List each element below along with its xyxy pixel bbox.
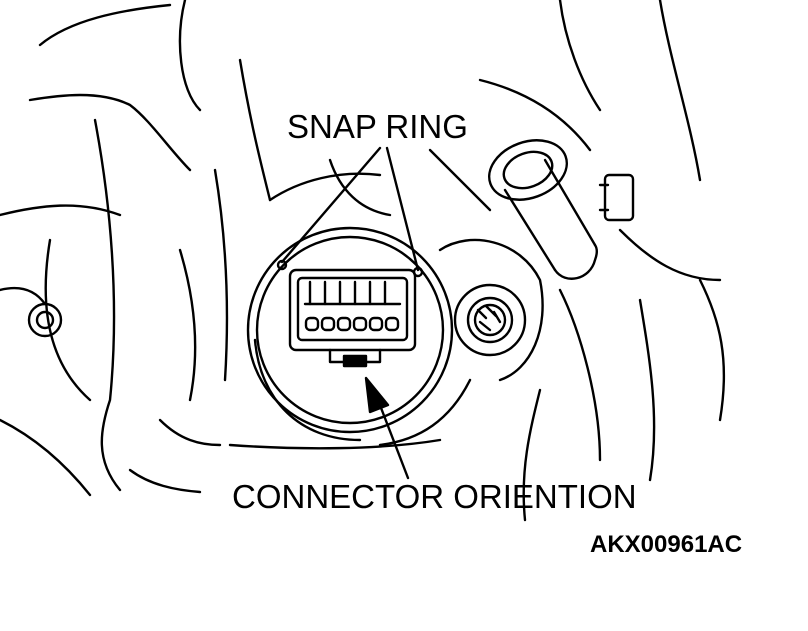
connector-orientation-label: CONNECTOR ORIENTION xyxy=(232,478,637,515)
transmission-connector xyxy=(290,270,415,366)
transmission-case-left xyxy=(0,0,227,495)
shift-shaft xyxy=(481,130,633,279)
threaded-port xyxy=(440,240,543,380)
snap-ring-leaders xyxy=(278,148,422,276)
connector-housing-bore xyxy=(248,228,452,440)
transmission-case-top xyxy=(240,0,700,215)
connector-orientation-arrow xyxy=(366,378,408,478)
snap-ring-label: SNAP RING xyxy=(287,108,468,145)
transmission-case-right xyxy=(230,230,724,520)
figure-code: AKX00961AC xyxy=(590,531,743,558)
